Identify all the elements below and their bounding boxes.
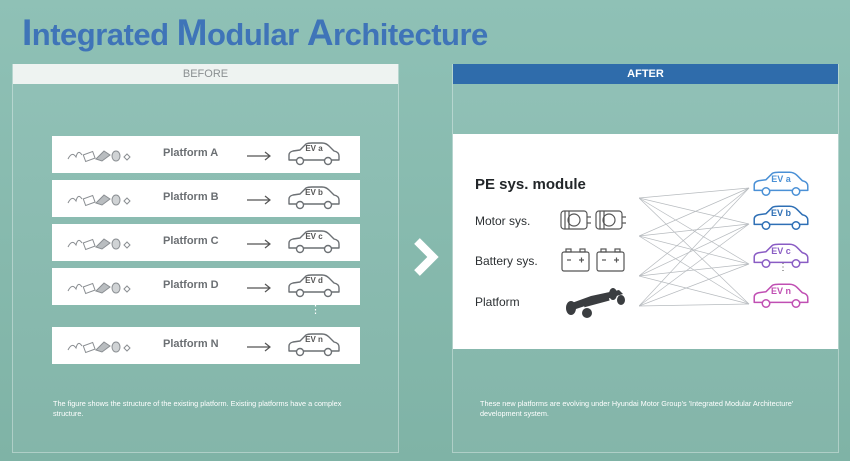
arrow-right-icon: [247, 236, 273, 254]
before-caption: The figure shows the structure of the ex…: [53, 399, 342, 418]
page-title: Integrated Modular Architecture: [22, 12, 488, 54]
module-parts-icon: [66, 277, 136, 302]
pe-module-title: PE sys. module: [475, 176, 586, 193]
connection-lines: [639, 187, 750, 307]
car-outline-icon: [288, 333, 340, 357]
chevron-right-icon: [414, 238, 439, 276]
ev-label: EV a: [771, 174, 791, 184]
ev-car: EV a: [751, 170, 811, 203]
title-word-architecture: Architecture: [306, 12, 488, 53]
platform-row: Platform C EV c: [52, 224, 360, 261]
after-caption: These new platforms are evolving under H…: [480, 399, 794, 418]
ev-car: EV n: [286, 332, 342, 363]
module-parts-icon: [67, 238, 131, 251]
car-outline-icon: [288, 274, 340, 298]
module-parts-icon: [67, 194, 131, 207]
ev-car: EV d: [286, 273, 342, 304]
before-header: BEFORE: [13, 64, 398, 84]
platform-row: Platform B EV b: [52, 180, 360, 217]
before-ellipsis: ⋮: [310, 304, 321, 316]
ev-label: EV c: [771, 246, 791, 256]
platform-row: Platform N EV n: [52, 327, 360, 364]
ev-car: EV b: [751, 204, 811, 237]
platform-label: Platform C: [163, 235, 219, 247]
module-parts-icon: [66, 233, 136, 258]
platform-label: Platform A: [163, 147, 219, 159]
ev-car: EV c: [286, 229, 342, 260]
after-ellipsis: ⋮: [778, 262, 788, 273]
car-outline-icon: [753, 171, 809, 196]
car-outline-icon: [288, 230, 340, 254]
motor-icon: [560, 210, 626, 230]
ev-car: EV c: [751, 242, 811, 275]
battery-label: Battery sys.: [475, 254, 538, 268]
title-word-integrated: Integrated: [22, 12, 177, 53]
arrow-right-icon: [247, 148, 273, 166]
ev-label: EV c: [305, 232, 323, 241]
arrow-right-icon: [247, 192, 273, 210]
chassis-icon: [566, 288, 625, 318]
ev-label: EV d: [305, 276, 323, 285]
ev-label: EV b: [770, 208, 791, 218]
platform-label: Platform D: [163, 279, 219, 291]
arrow-right-icon: [247, 339, 273, 357]
arrow-right-icon: [247, 280, 273, 298]
car-outline-icon: [288, 186, 340, 210]
ev-car: EV a: [286, 141, 342, 172]
battery-icon: [561, 248, 625, 272]
platform-label: Platform B: [163, 191, 219, 203]
module-parts-icon: [67, 341, 131, 354]
ev-car: EV b: [286, 185, 342, 216]
car-outline-icon: [288, 142, 340, 166]
car-outline-icon: [753, 205, 809, 230]
motor-label: Motor sys.: [475, 214, 531, 228]
module-parts-icon: [66, 145, 136, 170]
ev-label: EV n: [770, 286, 791, 296]
ev-label: EV b: [305, 188, 323, 197]
module-parts-icon: [67, 282, 131, 295]
module-parts-icon: [66, 189, 136, 214]
ev-label: EV a: [305, 144, 323, 153]
platform-row: Platform A EV a: [52, 136, 360, 173]
ev-label: EV n: [305, 335, 323, 344]
platform-label: Platform: [475, 295, 520, 309]
car-outline-icon: [753, 283, 809, 308]
module-parts-icon: [67, 150, 131, 163]
platform-label: Platform N: [163, 338, 219, 350]
after-diagram-box: PE sys. module Motor sys. Battery sys. P…: [453, 134, 838, 349]
ev-car: EV n: [751, 282, 811, 315]
module-parts-icon: [66, 336, 136, 361]
after-header: AFTER: [453, 64, 838, 84]
platform-row: Platform D EV d: [52, 268, 360, 305]
title-word-modular: Modular: [176, 12, 307, 53]
after-panel: AFTER PE sys. module Motor sys. Battery …: [452, 64, 839, 453]
car-outline-icon: [753, 243, 809, 268]
